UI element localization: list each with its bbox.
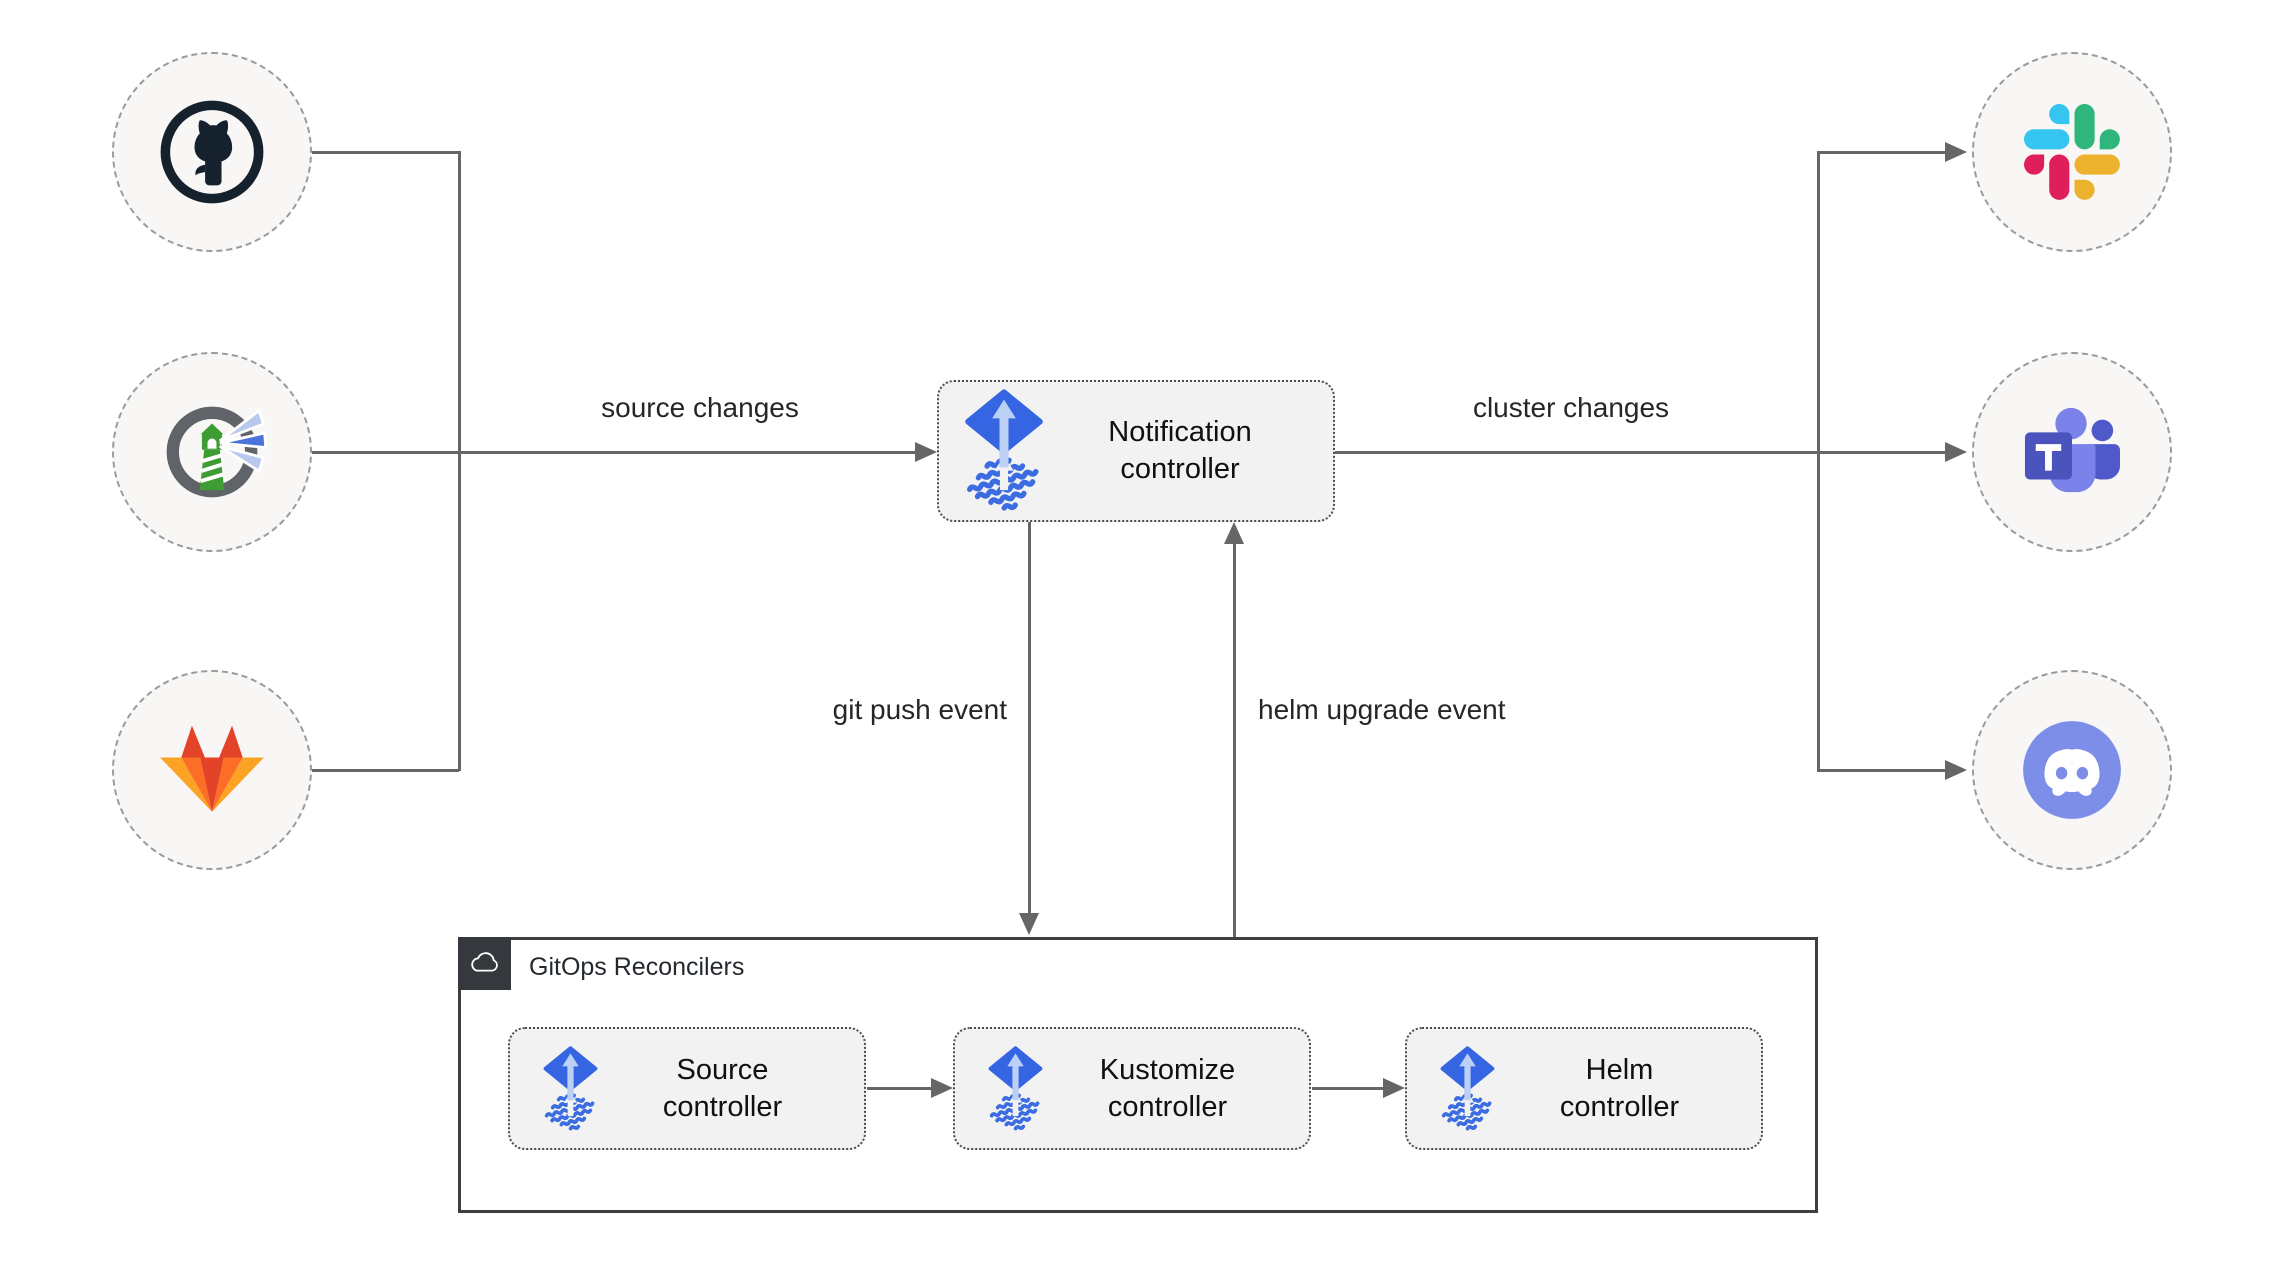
edge-branch-discord xyxy=(1817,769,1945,772)
helm-controller-label: Helm controller xyxy=(1496,1052,1761,1126)
edge-right-join xyxy=(1817,151,1820,771)
flux-icon xyxy=(542,1046,599,1132)
edge-helm-upgrade-event xyxy=(1233,544,1236,937)
source-node-github xyxy=(112,52,312,252)
target-node-teams xyxy=(1972,352,2172,552)
label-line-2: controller xyxy=(1120,453,1240,485)
gitlab-icon xyxy=(153,722,271,819)
label-git-push-event: git push event xyxy=(832,694,1007,725)
label-line-1: Notification xyxy=(1108,416,1252,448)
arrowhead-into-teams xyxy=(1945,442,1967,462)
label-cluster-changes: cluster changes xyxy=(1472,392,1670,423)
arrowhead-into-notification-bottom xyxy=(1224,522,1244,544)
arrowhead-into-kustomize xyxy=(931,1078,953,1098)
edge-git-push-event xyxy=(1028,522,1031,914)
source-node-harbor xyxy=(112,352,312,552)
slack-icon xyxy=(2024,104,2120,200)
label-source-changes: source changes xyxy=(601,392,799,423)
discord-icon xyxy=(2020,718,2124,822)
edge-source-to-kustomize xyxy=(867,1087,931,1090)
edge-gitlab-stub xyxy=(312,769,459,772)
label-helm-upgrade-event: helm upgrade event xyxy=(1258,694,1506,725)
gitops-group-title: GitOps Reconcilers xyxy=(529,953,745,981)
edge-branch-slack xyxy=(1817,151,1945,154)
arrowhead-into-helm xyxy=(1383,1078,1405,1098)
edge-kustomize-to-helm xyxy=(1312,1087,1383,1090)
group-corner-badge xyxy=(458,937,511,990)
label-line-2: controller xyxy=(662,1090,783,1123)
flux-icon xyxy=(963,389,1045,513)
helm-controller-box: Helm controller xyxy=(1405,1027,1763,1150)
source-node-gitlab xyxy=(112,670,312,870)
github-icon xyxy=(159,99,265,205)
notification-controller-box: Notification controller xyxy=(937,380,1335,522)
source-controller-box: Source controller xyxy=(508,1027,866,1150)
arrowhead-into-slack xyxy=(1945,142,1967,162)
label-line-1: Source xyxy=(676,1053,769,1086)
label-line-1: Helm xyxy=(1585,1053,1654,1086)
flux-icon xyxy=(1439,1046,1496,1132)
kustomize-controller-box: Kustomize controller xyxy=(953,1027,1311,1150)
edge-source-changes xyxy=(312,451,915,454)
notification-controller-label: Notification controller xyxy=(1045,414,1333,488)
edge-branch-teams xyxy=(1817,451,1945,454)
harbor-icon xyxy=(156,396,268,508)
target-node-discord xyxy=(1972,670,2172,870)
source-controller-label: Source controller xyxy=(599,1052,864,1126)
flux-icon xyxy=(987,1046,1044,1132)
cloud-icon xyxy=(467,951,503,977)
arrowhead-into-discord xyxy=(1945,760,1967,780)
edge-github-stub xyxy=(312,151,459,154)
label-line-1: Kustomize xyxy=(1099,1053,1236,1086)
label-line-2: controller xyxy=(1107,1090,1228,1123)
label-line-2: controller xyxy=(1559,1090,1680,1123)
arrowhead-into-gitops xyxy=(1019,913,1039,935)
edge-cluster-changes xyxy=(1335,451,1819,454)
kustomize-controller-label: Kustomize controller xyxy=(1044,1052,1309,1126)
target-node-slack xyxy=(1972,52,2172,252)
microsoft-teams-icon xyxy=(2017,403,2127,501)
arrowhead-into-notification xyxy=(915,442,937,462)
edge-left-join xyxy=(458,151,461,771)
